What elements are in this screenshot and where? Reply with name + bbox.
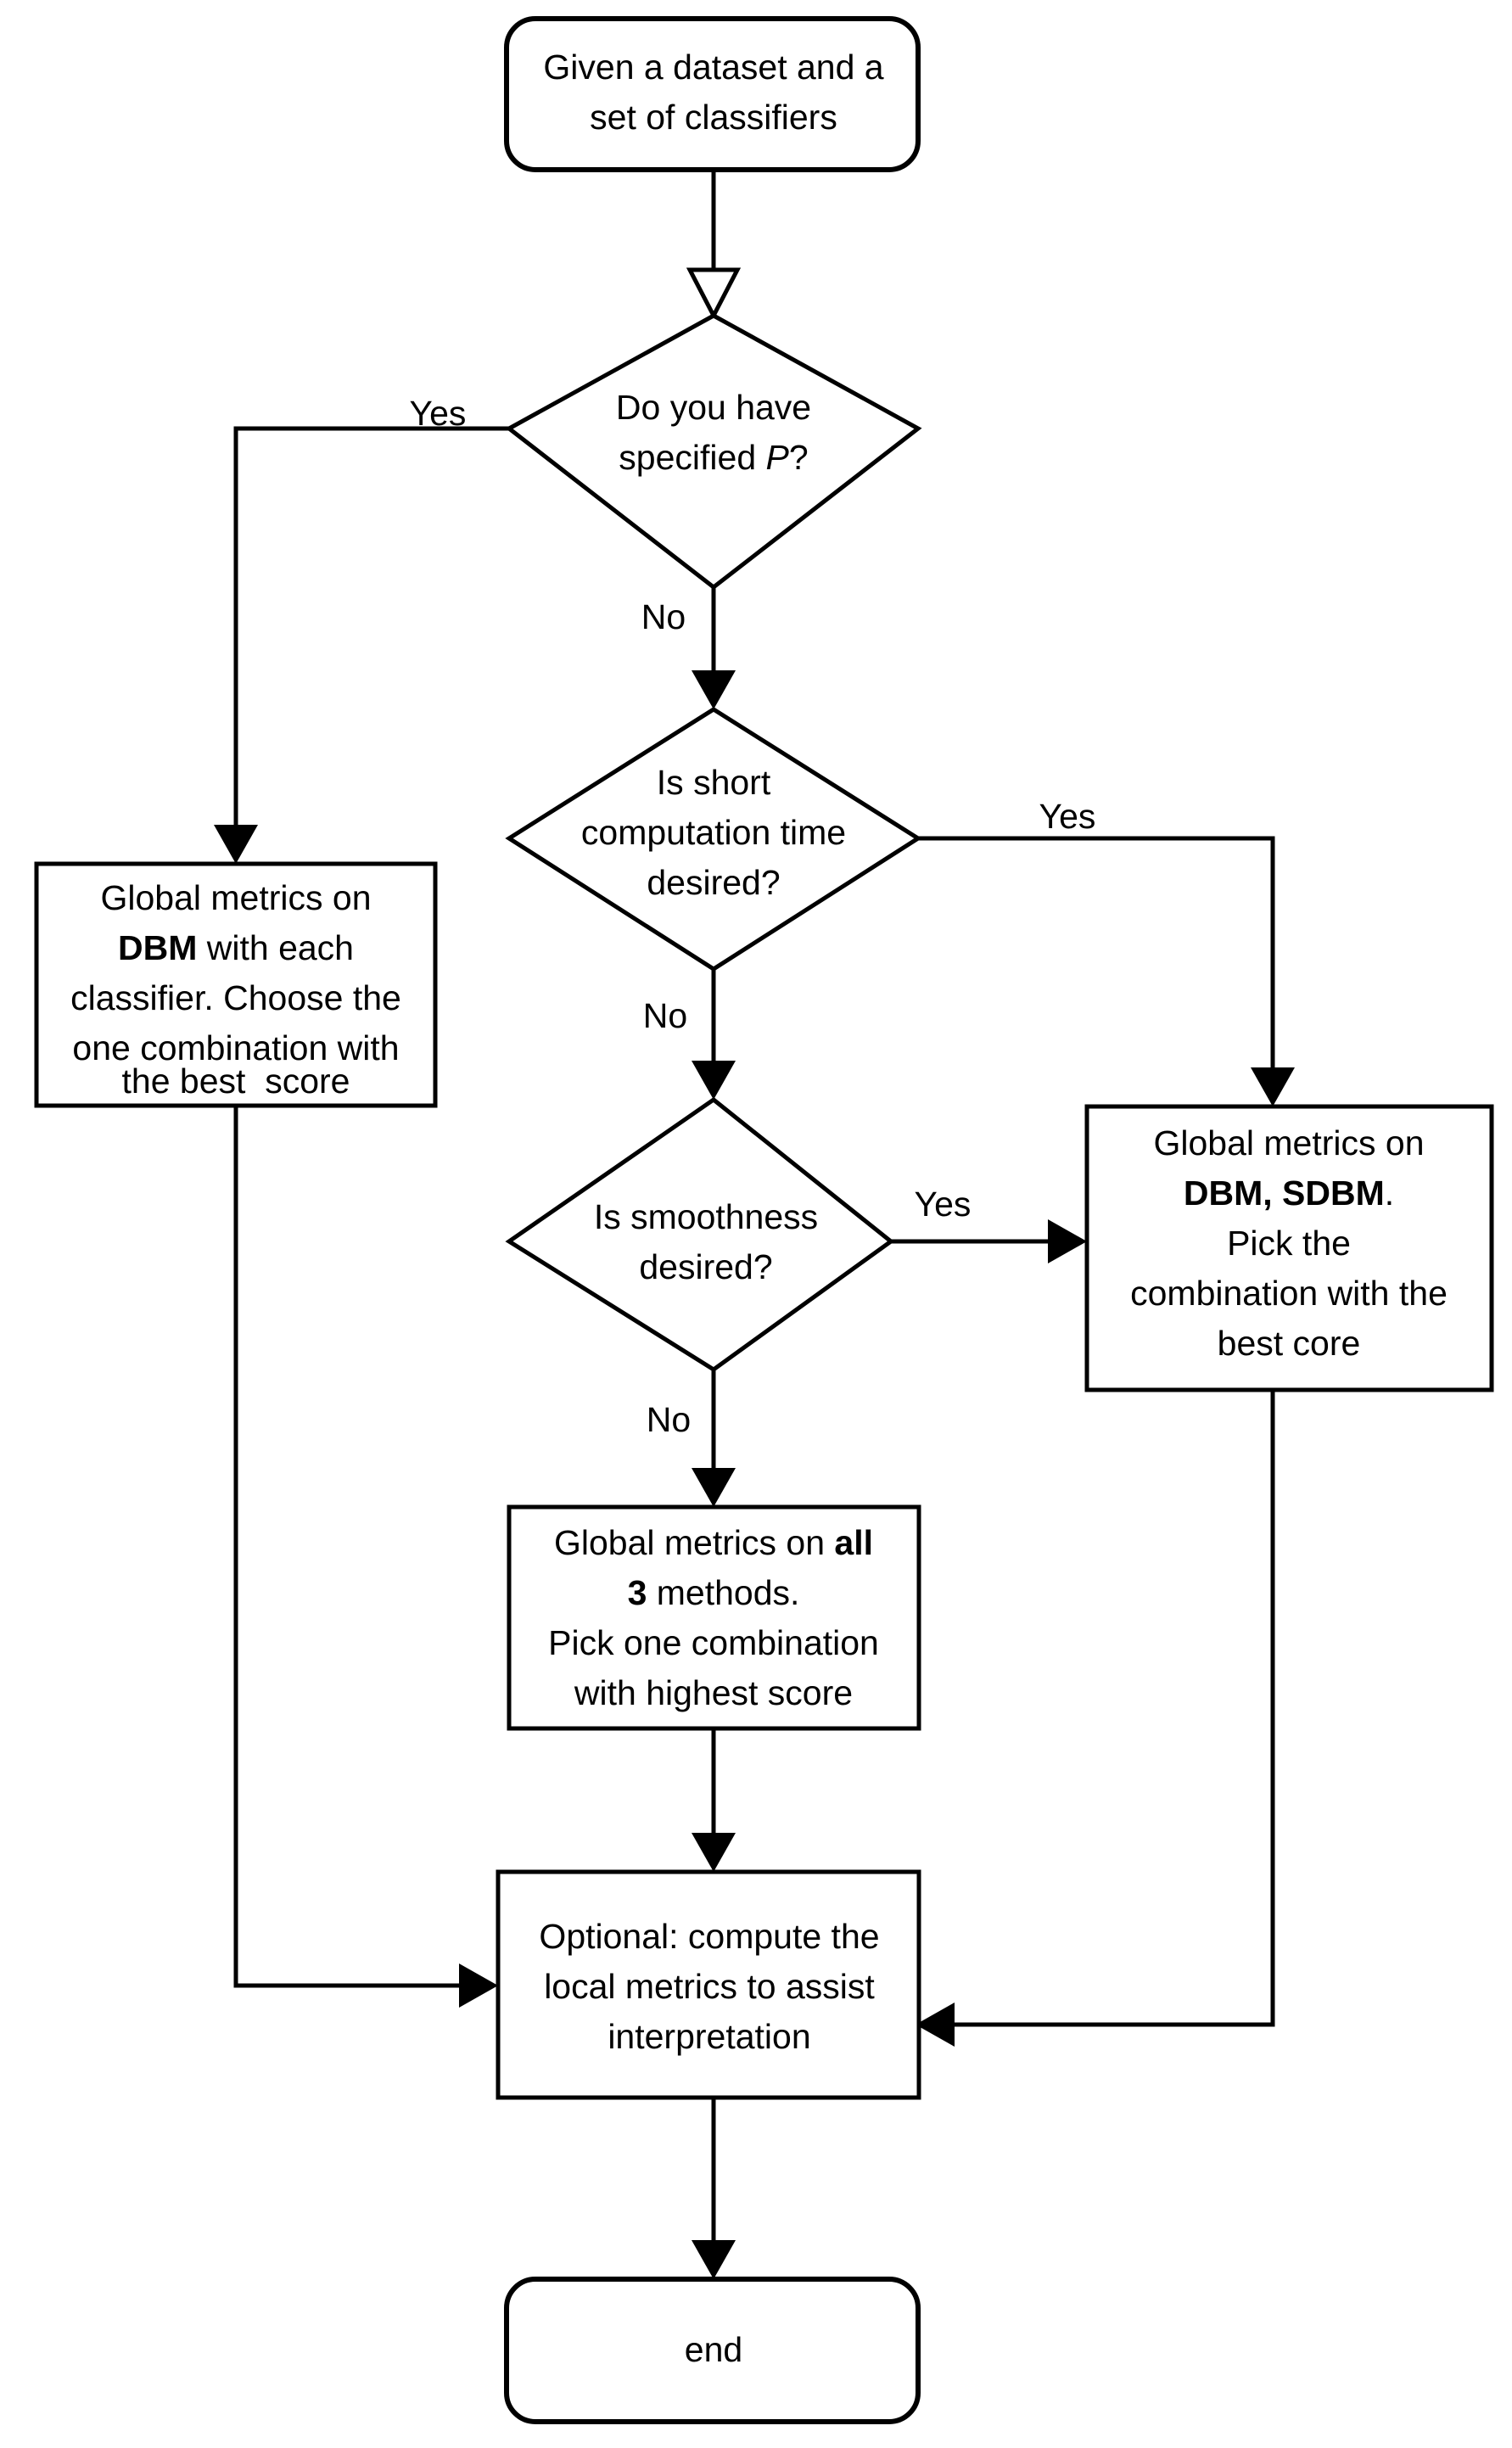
decision-smooth-line1: Is smoothness	[594, 1197, 818, 1236]
decision-p-line2: specified P?	[619, 438, 808, 477]
edge-decision-p-yes	[214, 426, 509, 864]
all3-box-line3: Pick one combination	[548, 1623, 879, 1662]
edge-label-smooth-no: No	[647, 1400, 691, 1439]
edge-all3-to-optional	[692, 1728, 736, 1872]
all3-box-line2: 3 methods.	[628, 1573, 800, 1612]
edge-start-to-decision-p	[686, 171, 742, 321]
node-optional-box[interactable]: Optional: compute the local metrics to a…	[496, 1869, 921, 2100]
node-all3-box[interactable]: Global metrics on all 3 methods. Pick on…	[507, 1504, 921, 1731]
dbm-sdbm-box-line2-bold: DBM, SDBM	[1184, 1174, 1385, 1213]
edge-decision-p-no	[692, 587, 736, 709]
edge-decision-time-yes	[918, 836, 1295, 1106]
start-node-line1: Given a dataset and a	[543, 48, 883, 87]
dbm-box-line2-post: with each	[197, 928, 354, 967]
edge-label-p-yes: Yes	[410, 394, 467, 433]
edge-decision-time-no	[692, 969, 736, 1100]
all3-box-shape	[507, 1504, 921, 1731]
decision-time-shape	[505, 707, 922, 972]
edge-dbm-to-optional	[233, 1106, 498, 2008]
edge-label-smooth-yes: Yes	[915, 1185, 972, 1224]
dbm-box-line4: one combination with	[72, 1028, 399, 1067]
all3-box-line1: Global metrics on all	[554, 1523, 873, 1562]
decision-smooth-line2: desired?	[639, 1247, 772, 1286]
dbm-box-shape	[34, 861, 438, 1108]
edge-decision-smooth-yes	[891, 1219, 1087, 1263]
end-node-label: end	[685, 2330, 742, 2369]
edge-label-time-yes: Yes	[1039, 797, 1096, 836]
edge-label-p-no: No	[641, 597, 686, 636]
node-decision-computation-time[interactable]: Is short computation time desired?	[505, 707, 922, 972]
end-node-shape	[504, 2277, 921, 2424]
dbm-box-line2-bold: DBM	[118, 928, 197, 967]
dbm-sdbm-box-shape	[1084, 1104, 1494, 1392]
dbm-box-line3: classifier. Choose the	[70, 978, 401, 1017]
decision-time-line2: computation time	[581, 813, 846, 852]
dbm-box-line1: Global metrics on	[100, 878, 371, 917]
all3-box-line2-post: methods.	[647, 1573, 799, 1612]
start-node-line2: set of classifiers	[590, 98, 837, 137]
node-start[interactable]: Given a dataset and a set of classifiers	[504, 16, 921, 172]
decision-smooth-shape	[505, 1096, 895, 1373]
dbm-box-line5: the best score	[122, 1062, 350, 1101]
dbm-sdbm-box-line1: Global metrics on	[1153, 1123, 1424, 1162]
start-node-shape	[504, 16, 921, 172]
optional-box-line1: Optional: compute the	[539, 1917, 879, 1956]
optional-box-line3: interpretation	[608, 2017, 810, 2056]
optional-box-line2: local metrics to assist	[544, 1967, 875, 2006]
all3-box-line2-bold: 3	[628, 1573, 647, 1612]
decision-p-line2-pre: specified	[619, 438, 765, 477]
dbm-sdbm-box-line3: Pick the	[1227, 1224, 1351, 1263]
node-decision-smoothness[interactable]: Is smoothness desired?	[505, 1096, 895, 1373]
decision-p-line2-post: ?	[789, 438, 809, 477]
decision-time-line1: Is short	[657, 763, 771, 802]
edge-optional-to-end	[692, 2098, 736, 2279]
all3-box-line1-bold: all	[834, 1523, 873, 1562]
decision-p-line2-italic: P	[766, 438, 790, 477]
dbm-sdbm-box-line2-post: .	[1385, 1174, 1394, 1213]
dbm-sdbm-box-line2: DBM, SDBM.	[1184, 1174, 1394, 1213]
all3-box-line4: with highest score	[574, 1673, 853, 1712]
all3-box-line1-pre: Global metrics on	[554, 1523, 834, 1562]
decision-p-shape	[505, 313, 922, 591]
dbm-sdbm-box-line5: best core	[1218, 1324, 1361, 1363]
decision-time-line3: desired?	[647, 863, 780, 902]
edge-decision-smooth-no	[692, 1370, 736, 1507]
node-decision-specified-p[interactable]: Do you have specified P?	[505, 313, 922, 591]
decision-p-line1: Do you have	[616, 388, 811, 427]
node-end[interactable]: end	[504, 2277, 921, 2424]
edge-dbmsdbm-to-optional	[916, 1390, 1275, 2047]
dbm-sdbm-box-line4: combination with the	[1130, 1274, 1448, 1313]
edge-label-time-no: No	[643, 996, 687, 1035]
optional-box-shape	[496, 1869, 921, 2100]
dbm-box-line2: DBM with each	[118, 928, 354, 967]
node-dbm-sdbm-box[interactable]: Global metrics on DBM, SDBM. Pick the co…	[1084, 1104, 1494, 1392]
node-dbm-box[interactable]: Global metrics on DBM with each classifi…	[34, 861, 438, 1108]
